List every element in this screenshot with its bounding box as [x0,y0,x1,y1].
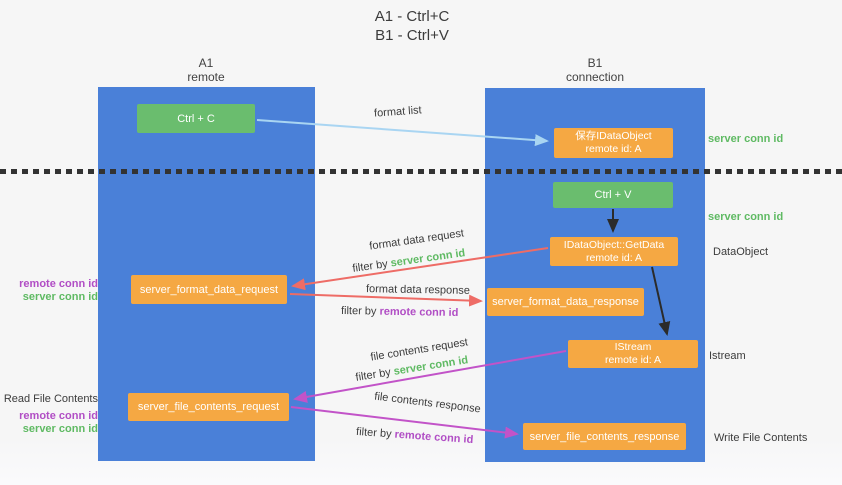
node-idataobject-getdata: IDataObject::GetData remote id: A [550,237,678,266]
flow-filter-file-contents-response: filter by remote conn id [356,426,474,446]
title-line-1: A1 - Ctrl+C [374,8,450,25]
node-ctrl-v: Ctrl + V [553,182,673,208]
node-save-idataobject: 保存IDataObject remote id: A [554,128,673,158]
lane-header-b1: B1 connection [535,56,655,84]
diagram-title: A1 - Ctrl+C B1 - Ctrl+V [322,7,502,45]
node-getdata-line1: IDataObject::GetData [563,238,665,251]
annotation-istream: Istream [709,350,746,362]
node-format-request-label: server_format_data_request [139,283,279,296]
node-istream: IStream remote id: A [568,340,698,368]
node-format-response-label: server_format_data_response [492,296,639,308]
node-file-request-label: server_file_contents_request [137,401,280,413]
node-server-file-contents-response: server_file_contents_response [523,423,686,450]
flow-label-file-contents-response: file contents response [373,390,482,416]
node-istream-line1: IStream [614,341,652,353]
node-server-format-data-request: server_format_data_request [131,275,287,304]
lane-a1-name: A1 [198,56,214,70]
filter-key-server-conn-id: server conn id [389,247,467,270]
annotation-write-file-contents: Write File Contents [714,432,808,444]
flow-label-format-data-response: format data response [365,283,471,297]
annotation-remote-conn-id-1: remote conn id [19,278,98,290]
lane-header-a1: A1 remote [146,56,266,84]
filter-prefix: filter by [351,258,389,275]
node-getdata-line2: remote id: A [585,251,643,264]
annotation-server-conn-id-top: server conn id [708,133,784,145]
flow-filter-format-data-response: filter by remote conn id [341,305,459,319]
machine-boundary-divider [0,169,842,174]
node-ctrl-c: Ctrl + C [137,104,255,133]
node-server-file-contents-request: server_file_contents_request [128,393,289,421]
filter-key-remote-conn-id: remote conn id [394,428,474,447]
annotation-server-conn-id-mid: server conn id [708,211,784,223]
node-file-response-label: server_file_contents_response [529,430,680,443]
title-line-2: B1 - Ctrl+V [375,27,449,44]
node-ctrl-v-label: Ctrl + V [594,189,632,201]
lane-b1-subtitle: connection [565,70,625,84]
flow-filter-format-data-request: filter by server conn id [352,247,466,275]
annotation-remote-conn-id-2: remote conn id [19,410,98,422]
node-save-idataobject-line1: 保存IDataObject [575,130,652,142]
node-server-format-data-response: server_format_data_response [487,288,644,316]
annotation-server-conn-id-1: server conn id [22,291,98,303]
node-istream-line2: remote id: A [604,354,662,366]
filter-prefix: filter by [340,304,377,318]
flow-label-format-list: format list [373,104,423,120]
node-save-idataobject-line2: remote id: A [585,143,642,155]
filter-prefix: filter by [355,425,392,441]
annotation-read-file-contents: Read File Contents [3,393,98,405]
lane-a1-subtitle: remote [187,70,225,84]
node-ctrl-c-label: Ctrl + C [177,112,215,125]
annotation-server-conn-id-2: server conn id [22,423,98,435]
filter-key-remote-conn-id: remote conn id [379,305,459,320]
filter-prefix: filter by [354,366,392,384]
lane-b1-name: B1 [587,56,603,70]
annotation-dataobject: DataObject [713,246,769,258]
